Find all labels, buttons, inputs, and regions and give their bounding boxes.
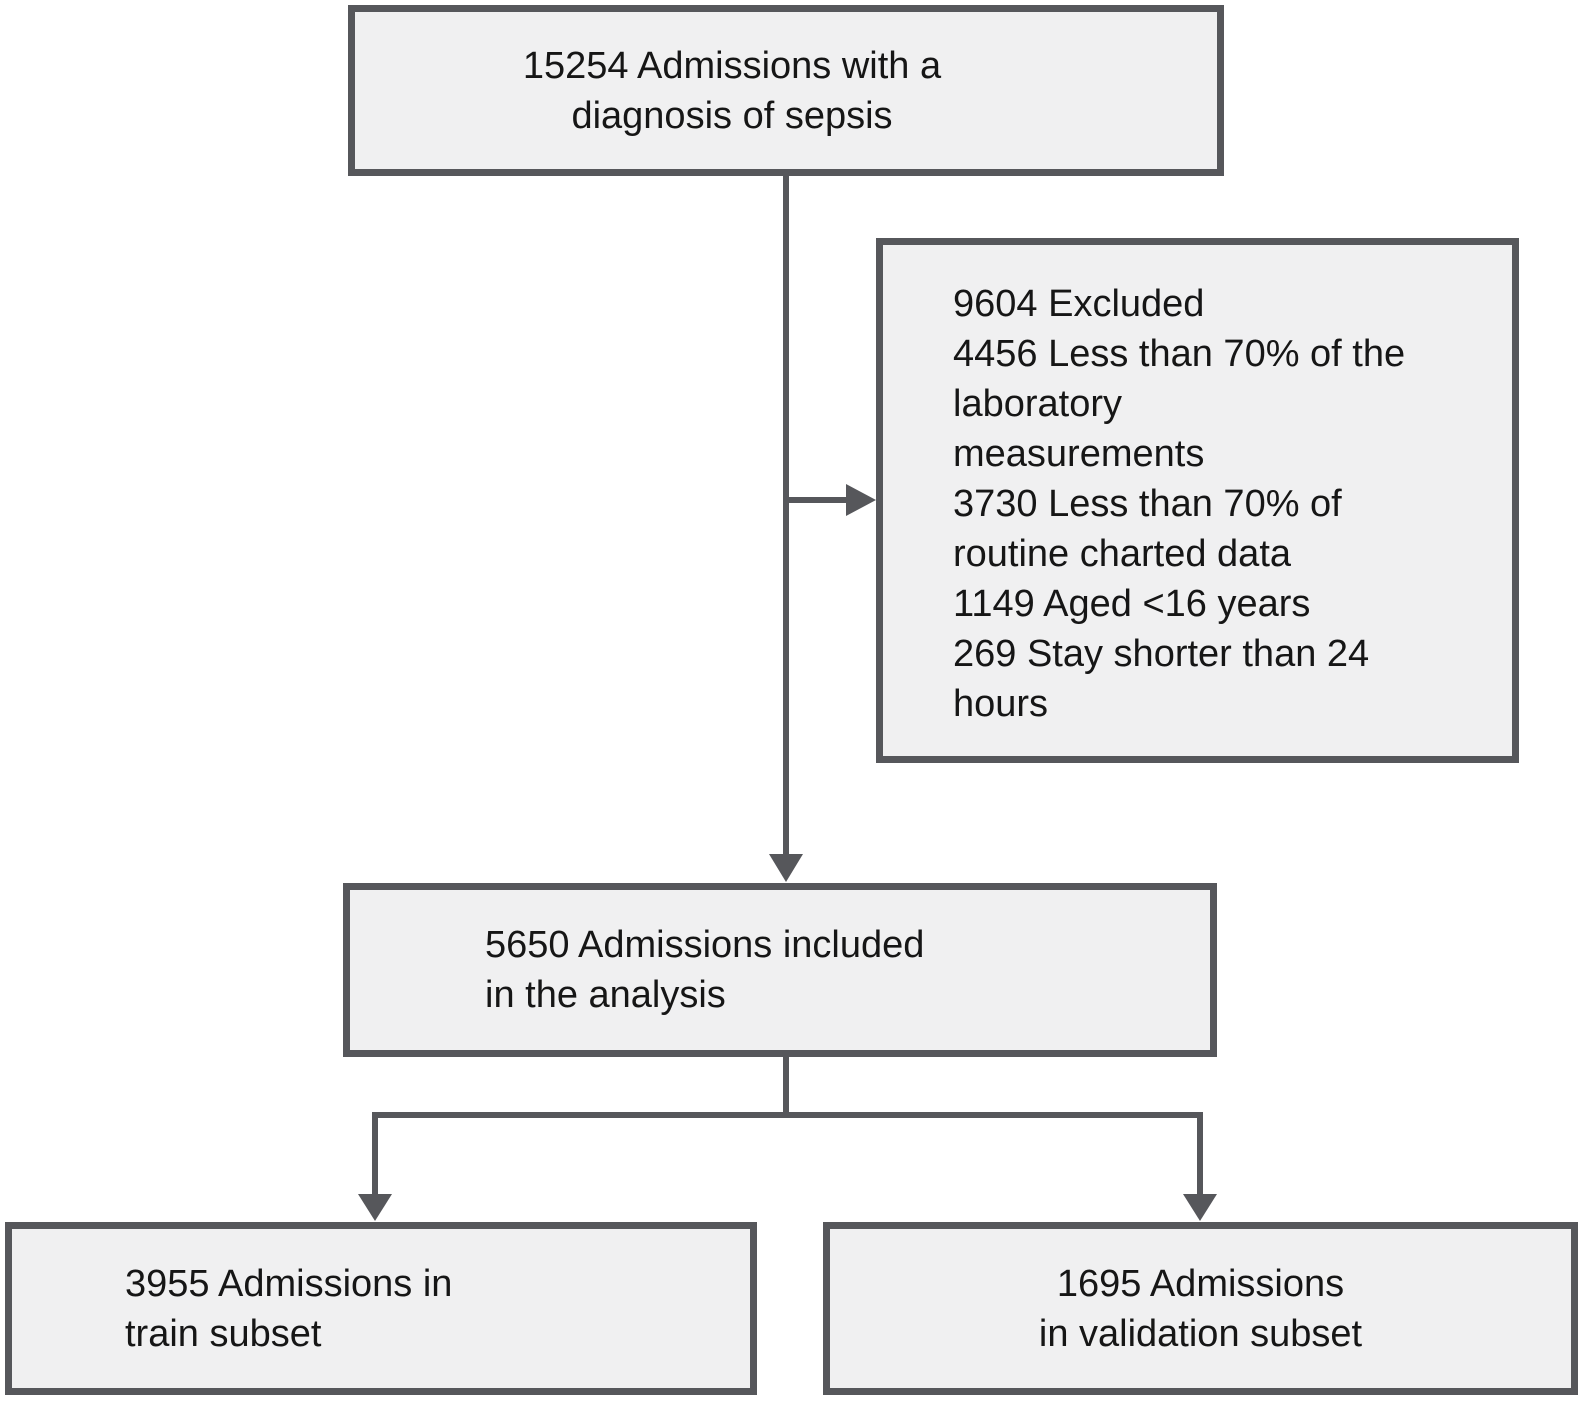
box-text-line: hours bbox=[953, 682, 1049, 725]
box-text-line: measurements bbox=[953, 432, 1205, 475]
box-train-subset: 3955 Admissions in train subset bbox=[5, 1222, 757, 1395]
box-text-line: diagnosis of sepsis bbox=[571, 94, 893, 137]
box-text-line: in validation subset bbox=[1038, 1312, 1363, 1355]
box-admissions-included: 5650 Admissions included in the analysis bbox=[343, 883, 1217, 1057]
box-text-line: 3730 Less than 70% of bbox=[953, 482, 1342, 525]
box-validation-subset: 1695 Admissions in validation subset bbox=[823, 1222, 1578, 1395]
arrowhead-down-train bbox=[358, 1194, 392, 1221]
box-text-line: in the analysis bbox=[485, 974, 726, 1016]
box-text-line: routine charted data bbox=[953, 532, 1292, 575]
box-sepsis-admissions: 15254 Admissions with a diagnosis of sep… bbox=[348, 5, 1224, 176]
arrowhead-down-included bbox=[769, 854, 803, 882]
box-text-line: train subset bbox=[125, 1312, 322, 1355]
box-text-line: 4456 Less than 70% of the bbox=[953, 332, 1406, 375]
arrowhead-down-validation bbox=[1183, 1194, 1217, 1221]
box-text-line: 269 Stay shorter than 24 bbox=[953, 632, 1370, 675]
box-text-line: 3955 Admissions in bbox=[125, 1262, 453, 1305]
box-text-line: 5650 Admissions included bbox=[485, 924, 925, 966]
box-text-line: 9604 Excluded bbox=[953, 282, 1205, 325]
box-text-line: 15254 Admissions with a bbox=[522, 44, 942, 87]
box-excluded: 9604 Excluded 4456 Less than 70% of the … bbox=[876, 238, 1519, 763]
box-text-line: 1149 Aged <16 years bbox=[953, 582, 1311, 625]
box-text-line: laboratory bbox=[953, 382, 1122, 425]
box-text-line: 1695 Admissions bbox=[1056, 1262, 1345, 1305]
arrowhead-right-excluded bbox=[846, 484, 876, 516]
